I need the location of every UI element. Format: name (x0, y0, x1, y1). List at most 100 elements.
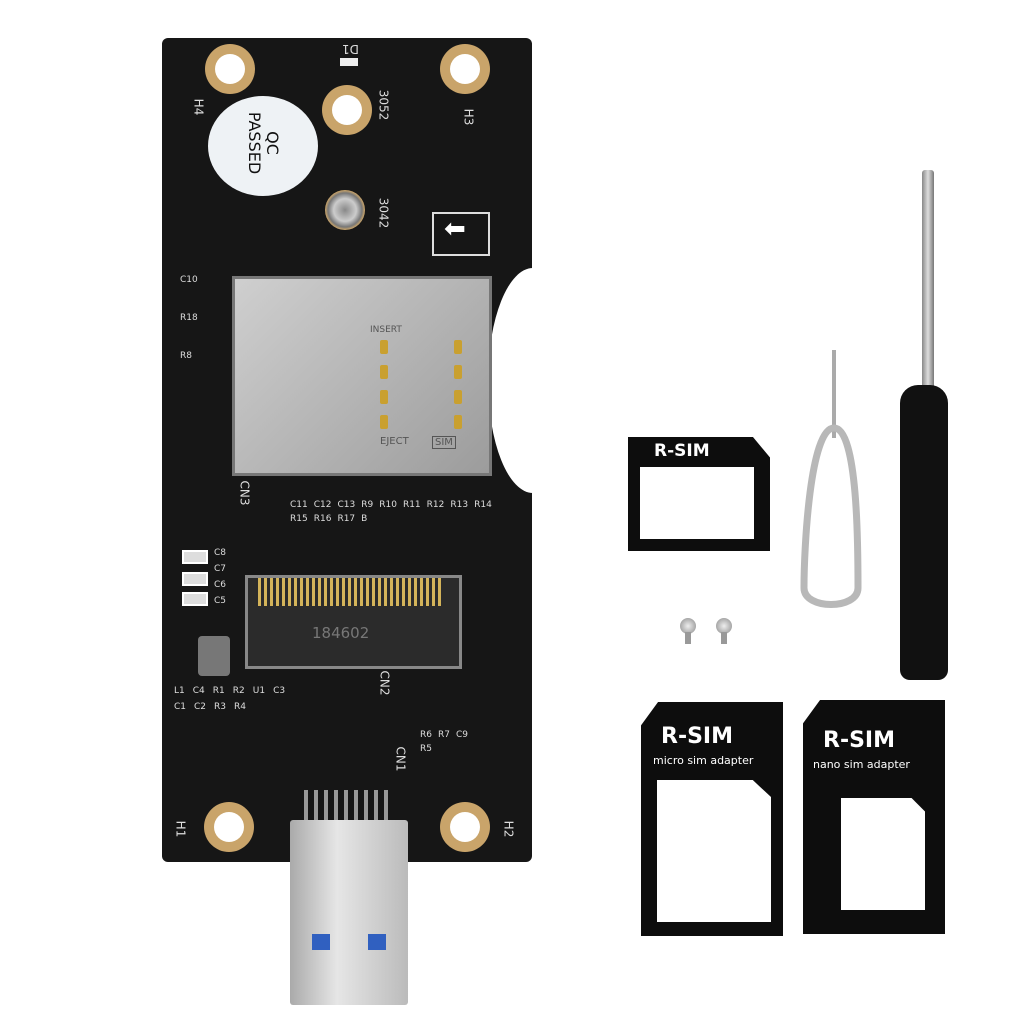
usb-blue-window (312, 934, 330, 950)
label-h1: H1 (173, 820, 188, 838)
label-cn3: CN3 (237, 480, 252, 506)
label-r11: R11 (402, 500, 421, 510)
screw-icon (680, 618, 696, 634)
label-r3: R3 (214, 702, 227, 712)
label-r9: R9 (361, 500, 374, 510)
mount-hole-h1 (204, 802, 254, 852)
sim-contact (454, 365, 462, 379)
sim-contact (454, 340, 462, 354)
capacitor (182, 550, 208, 564)
label-c1: C1 (174, 702, 187, 712)
label-l1: L1 (174, 686, 185, 696)
slot-insert-label: INSERT (370, 325, 402, 335)
label-r13: R13 (450, 500, 469, 510)
label-r10: R10 (379, 500, 397, 510)
sim-contact (380, 415, 388, 429)
label-u1: U1 (252, 686, 266, 696)
qc-sticker (208, 96, 318, 196)
label-r12: R12 (426, 500, 445, 510)
micro-sim-adapter: R-SIM micro sim adapter (641, 702, 783, 936)
screwdriver-shaft (922, 170, 934, 390)
sim-contact (454, 390, 462, 404)
label-cn2: CN2 (377, 670, 392, 696)
component-labels-bottom: L1 C4 R1 R2 U1 C3 C1 C2 R3 R4 (174, 686, 286, 712)
label-r14: R14 (474, 500, 492, 510)
sim-card-slot[interactable] (232, 276, 492, 476)
standoff-screw (325, 190, 365, 230)
label-b: B (361, 514, 368, 524)
usb-solder-pins (304, 790, 394, 820)
label-c2: C2 (194, 702, 207, 712)
label-r6: R6 (420, 730, 432, 740)
adapter-window (657, 780, 771, 922)
adapter-window (841, 798, 925, 910)
label-c5: C5 (214, 596, 227, 606)
label-r5: R5 (420, 744, 432, 754)
label-r17: R17 (337, 514, 356, 524)
label-3042: 3042 (376, 197, 391, 229)
nano-sim-adapter: R-SIM nano sim adapter (803, 700, 945, 934)
label-c12: C12 (313, 500, 332, 510)
capacitor (182, 592, 208, 606)
label-r8: R8 (180, 351, 192, 361)
rsim-adapter-small: R-SIM (628, 437, 770, 551)
label-c4: C4 (192, 686, 205, 696)
sim-contact (380, 390, 388, 404)
label-c6: C6 (214, 580, 227, 590)
label-c10: C10 (180, 275, 198, 285)
label-d1: D1 (342, 42, 359, 56)
board-notch (488, 268, 578, 493)
usb-blue-window (368, 934, 386, 950)
label-c7: C7 (214, 564, 227, 574)
label-h2: H2 (501, 820, 516, 838)
component-labels: C11 C12 C13 R9 R10 R11 R12 R13 R14 R15 R… (290, 500, 500, 524)
mount-hole-h4 (205, 44, 255, 94)
usb-a-plug[interactable] (290, 820, 408, 1005)
label-r4: R4 (234, 702, 246, 712)
component-labels-right: R6 R7 C9 R5 (420, 730, 480, 754)
label-r15: R15 (290, 514, 308, 524)
label-r7: R7 (437, 730, 450, 740)
label-h4: H4 (191, 98, 206, 116)
label-r16: R16 (313, 514, 332, 524)
rsim-label: R-SIM (654, 441, 710, 461)
label-r1: R1 (212, 686, 225, 696)
sim-eject-pin-icon (800, 350, 862, 608)
label-h3: H3 (461, 108, 476, 126)
screw-thread (685, 632, 691, 644)
rsim-label: R-SIM (823, 728, 895, 753)
sim-contact (380, 340, 388, 354)
m2-pins (258, 578, 444, 606)
adapter-subtitle: nano sim adapter (813, 758, 910, 771)
component-labels-left-top: C10 R18 R8 (180, 275, 220, 361)
slot-eject-label: EJECT (380, 436, 409, 447)
screw-icon (716, 618, 732, 634)
mount-hole-h3 (440, 44, 490, 94)
label-c8: C8 (214, 548, 227, 558)
label-cn1: CN1 (393, 746, 408, 772)
inductor-l1 (198, 636, 230, 676)
adapter-window (640, 467, 754, 539)
label-3052: 3052 (376, 89, 391, 121)
rsim-label: R-SIM (661, 724, 733, 749)
adapter-subtitle: micro sim adapter (653, 754, 754, 767)
screw-thread (721, 632, 727, 644)
arrow-left-icon: ⬅ (432, 212, 490, 256)
capacitor (182, 572, 208, 586)
mount-hole-3052 (322, 85, 372, 135)
component-labels-caps: C8 C7 C6 C5 (214, 548, 242, 606)
label-r2: R2 (232, 686, 245, 696)
label-c13: C13 (337, 500, 356, 510)
label-c11: C11 (290, 500, 308, 510)
sim-contact (454, 415, 462, 429)
led-d1 (340, 58, 358, 66)
label-c9: C9 (455, 730, 468, 740)
m2-marking: 184602 (312, 624, 370, 642)
sim-contact (380, 365, 388, 379)
screwdriver-handle (900, 385, 948, 680)
mount-hole-h2 (440, 802, 490, 852)
slot-sim-label: SIM (432, 436, 456, 449)
label-r18: R18 (180, 313, 198, 323)
label-c3: C3 (273, 686, 286, 696)
